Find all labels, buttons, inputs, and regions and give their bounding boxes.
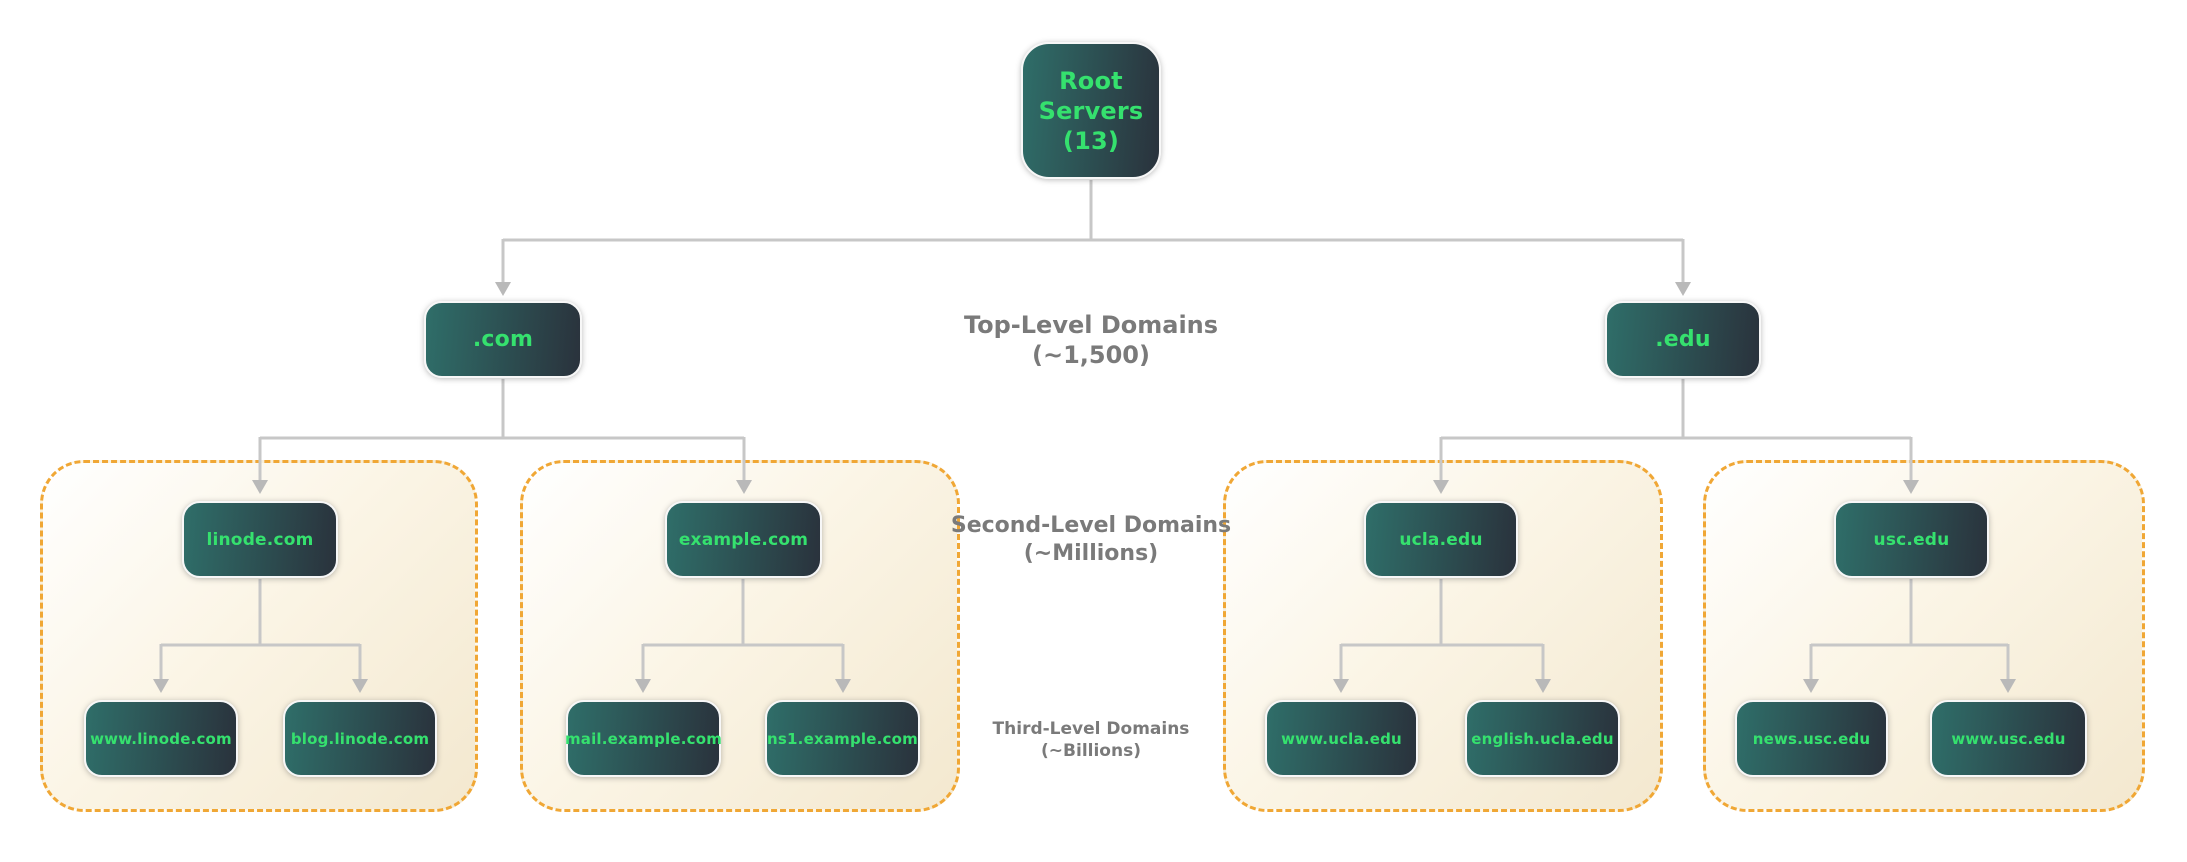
node-root-servers-label: Root Servers (13) xyxy=(1038,66,1144,155)
node-blog-linode-com-label: blog.linode.com xyxy=(290,729,430,748)
node-ns1-example-com: ns1.example.com xyxy=(765,700,920,777)
level-label-second-level-domains: Second-Level Domains (~Millions) xyxy=(881,512,1301,567)
level-label-line: (~Millions) xyxy=(1023,540,1159,566)
node-english-ucla-edu: english.ucla.edu xyxy=(1465,700,1620,777)
node-www-usc-edu: www.usc.edu xyxy=(1930,700,2087,777)
node-linode-com: linode.com xyxy=(182,501,338,578)
node-edu-tld-label: .edu xyxy=(1655,327,1711,352)
node-www-usc-edu-label: www.usc.edu xyxy=(1951,729,2066,748)
node-example-com: example.com xyxy=(665,501,822,578)
level-label-top-level-domains: Top-Level Domains (~1,500) xyxy=(881,310,1301,370)
node-www-linode-com-label: www.linode.com xyxy=(90,729,232,748)
node-ns1-example-com-label: ns1.example.com xyxy=(767,729,918,748)
node-www-ucla-edu-label: www.ucla.edu xyxy=(1281,729,1402,748)
node-linode-com-label: linode.com xyxy=(206,529,314,550)
level-label-line: (~1,500) xyxy=(1032,341,1150,369)
node-example-com-label: example.com xyxy=(678,529,809,550)
node-www-ucla-edu: www.ucla.edu xyxy=(1265,700,1418,777)
node-ucla-edu-label: ucla.edu xyxy=(1399,529,1483,550)
node-ucla-edu: ucla.edu xyxy=(1364,501,1518,578)
node-com-tld-label: .com xyxy=(472,327,534,352)
node-mail-example-com: mail.example.com xyxy=(564,700,723,777)
level-label-third-level-domains: Third-Level Domains (~Billions) xyxy=(881,718,1301,762)
node-edu-tld: .edu xyxy=(1605,301,1761,378)
node-news-usc-edu-label: news.usc.edu xyxy=(1752,729,1871,748)
arrowhead-icons xyxy=(153,282,2016,693)
node-usc-edu-label: usc.edu xyxy=(1873,529,1950,550)
node-www-linode-com: www.linode.com xyxy=(84,700,238,777)
node-usc-edu: usc.edu xyxy=(1834,501,1989,578)
node-english-ucla-edu-label: english.ucla.edu xyxy=(1471,729,1614,748)
node-mail-example-com-label: mail.example.com xyxy=(564,729,723,748)
node-root-servers: Root Servers (13) xyxy=(1021,42,1161,179)
level-label-line: Top-Level Domains xyxy=(963,311,1219,339)
node-news-usc-edu: news.usc.edu xyxy=(1735,700,1888,777)
level-label-line: (~Billions) xyxy=(1041,741,1141,762)
level-label-line: Second-Level Domains xyxy=(950,513,1232,538)
node-blog-linode-com: blog.linode.com xyxy=(283,700,437,777)
level-label-line: Third-Level Domains xyxy=(992,719,1190,739)
node-com-tld: .com xyxy=(424,301,582,378)
